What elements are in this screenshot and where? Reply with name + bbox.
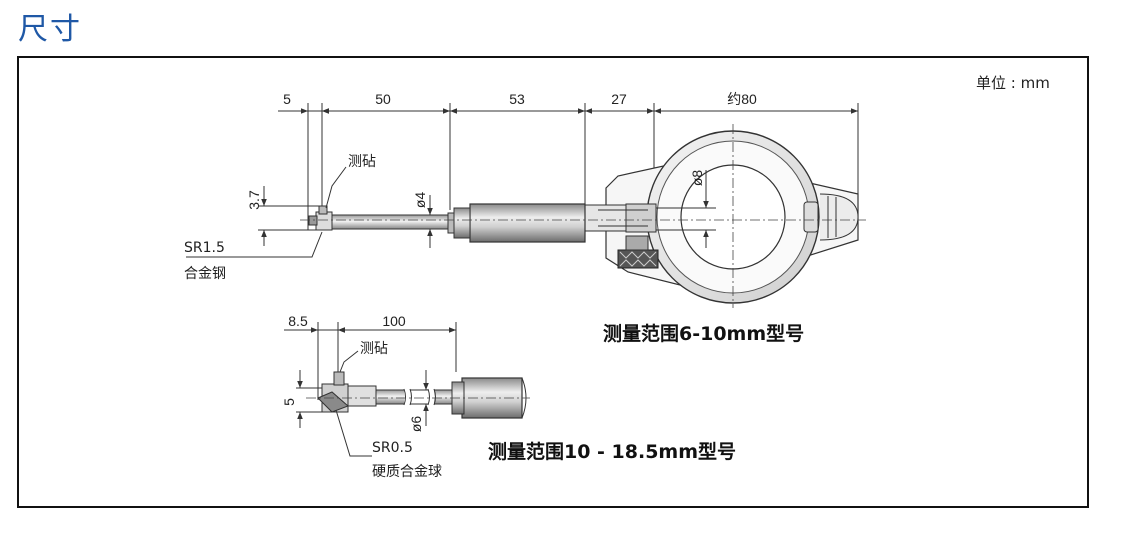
dim-a-80: 约80 <box>727 91 757 107</box>
dim-b-phi6: ø6 <box>408 416 424 433</box>
model-b-drawing: 8.5 100 ø6 5 测砧 SR0.5 硬质合金球 <box>281 313 736 480</box>
sr-label-a: SR1.5 <box>184 240 225 256</box>
dim-b-100: 100 <box>382 313 406 329</box>
dim-a-50: 50 <box>375 91 391 107</box>
sr-label-b: SR0.5 <box>372 440 413 456</box>
dim-a-5: 5 <box>283 91 291 107</box>
page-title: 尺寸 <box>18 12 82 47</box>
dim-a-53: 53 <box>509 91 525 107</box>
unit-label: 单位 : mm <box>976 74 1050 92</box>
dim-a-3-7: 3.7 <box>246 190 262 210</box>
anvil-label-b: 测砧 <box>360 341 388 357</box>
anvil-label-a: 测砧 <box>348 154 376 170</box>
material-label-b: 硬质合金球 <box>372 464 442 480</box>
dim-b-8-5: 8.5 <box>288 313 308 329</box>
model-a-drawing: 5 50 53 27 约80 ø8 <box>184 91 866 345</box>
caption-model-a: 测量范围6-10mm型号 <box>603 322 804 345</box>
dim-a-27: 27 <box>611 91 627 107</box>
dim-a-phi4: ø4 <box>412 192 428 209</box>
dim-b-5: 5 <box>281 398 297 406</box>
caption-model-b: 测量范围10 - 18.5mm型号 <box>488 440 736 463</box>
material-label-a: 合金钢 <box>184 266 226 282</box>
dim-a-phi8: ø8 <box>689 170 705 187</box>
drawing-frame <box>17 56 1089 508</box>
